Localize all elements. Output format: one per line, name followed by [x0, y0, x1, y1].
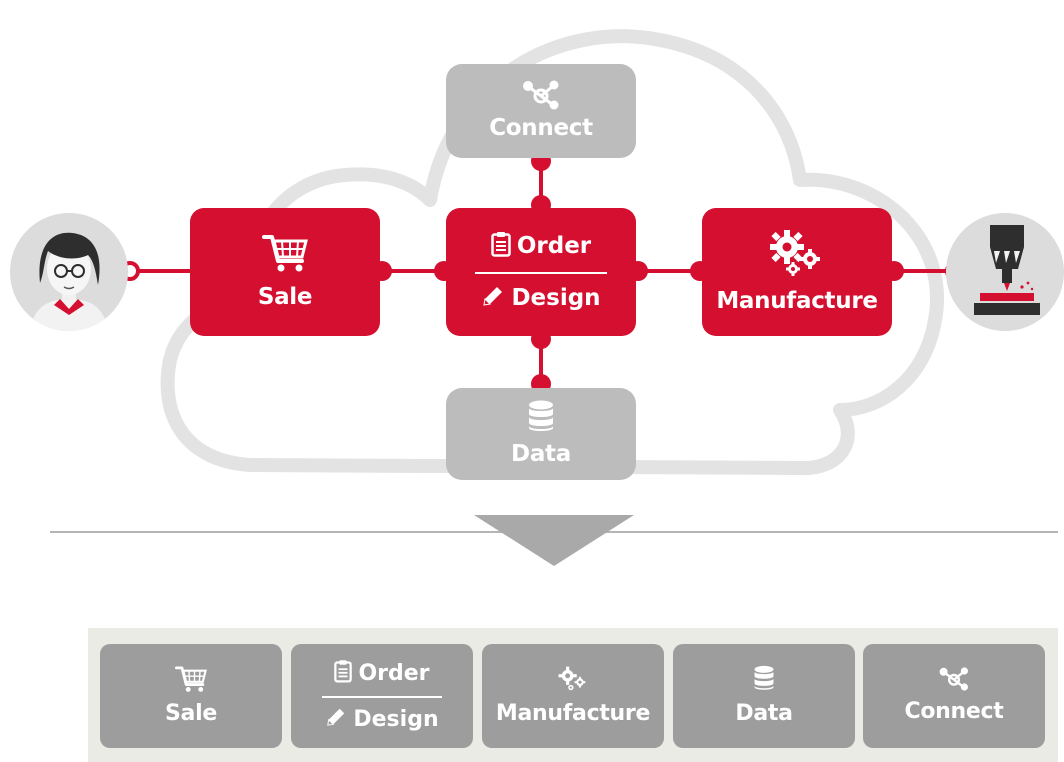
pencil-icon — [481, 284, 505, 313]
tile-manufacture-label: Manufacture — [495, 700, 651, 726]
tile-data-label: Data — [735, 701, 793, 727]
pencil-icon — [325, 706, 347, 733]
gears-icon — [769, 229, 825, 283]
person-avatar-icon — [10, 213, 128, 331]
tile-connect[interactable]: Connect — [863, 644, 1045, 748]
tile-sale-label: Sale — [165, 701, 217, 727]
order-row: Order — [491, 231, 591, 262]
database-icon — [527, 400, 555, 436]
tile-order-divider — [322, 696, 442, 698]
clipboard-icon — [334, 659, 353, 688]
tile-connect-label: Connect — [904, 699, 1004, 725]
sale-box[interactable]: Sale — [190, 208, 380, 336]
down-arrow-icon — [474, 515, 634, 566]
share-nodes-icon — [938, 667, 970, 695]
order-design-box[interactable]: Order Design — [446, 208, 636, 336]
share-nodes-icon — [521, 80, 561, 114]
tile-order-design[interactable]: Order Design — [291, 644, 473, 748]
gears-icon — [558, 666, 588, 697]
manufacture-box[interactable]: Manufacture — [702, 208, 892, 336]
connect-label: Connect — [489, 115, 593, 142]
cnc-milling-machine-icon — [946, 213, 1064, 331]
manufacture-label: Manufacture — [716, 288, 878, 315]
sale-label: Sale — [257, 284, 313, 311]
order-label: Order — [516, 233, 592, 259]
design-row: Design — [481, 284, 601, 313]
tile-design-label: Design — [353, 706, 439, 732]
connect-box[interactable]: Connect — [446, 64, 636, 158]
tile-order-row: Order — [334, 659, 430, 688]
tile-manufacture[interactable]: Manufacture — [482, 644, 664, 748]
clipboard-icon — [491, 231, 511, 262]
data-label: Data — [511, 441, 571, 468]
order-design-divider — [475, 272, 607, 274]
tile-order-label: Order — [358, 660, 430, 686]
tile-sale[interactable]: Sale — [100, 644, 282, 748]
tile-data[interactable]: Data — [673, 644, 855, 748]
shopping-cart-icon — [262, 233, 308, 277]
tile-design-row: Design — [325, 706, 439, 733]
data-box[interactable]: Data — [446, 388, 636, 480]
database-icon — [753, 665, 775, 695]
design-label: Design — [511, 285, 601, 311]
shopping-cart-icon — [175, 665, 207, 697]
